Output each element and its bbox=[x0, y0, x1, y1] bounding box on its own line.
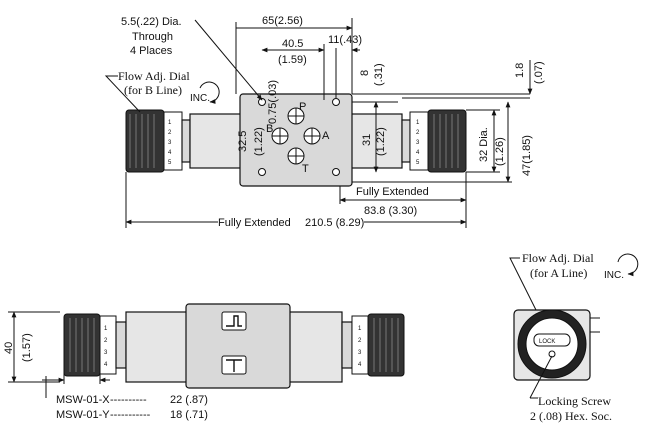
svg-text:5: 5 bbox=[416, 160, 420, 166]
dim-65: 65(2.56) bbox=[262, 15, 303, 27]
svg-text:----------: ---------- bbox=[110, 394, 147, 406]
svg-text:1: 1 bbox=[358, 326, 362, 332]
port-a: A bbox=[303, 127, 330, 145]
hole-places-label: 4 Places bbox=[130, 45, 173, 57]
svg-text:2: 2 bbox=[168, 130, 172, 136]
svg-text:3: 3 bbox=[104, 350, 108, 356]
dim-31: 31 bbox=[361, 134, 373, 146]
port-b: B bbox=[266, 123, 289, 145]
top-view: 1 2 3 4 5 P A B bbox=[104, 15, 545, 229]
locking-screw-label: Locking Screw bbox=[538, 394, 611, 408]
svg-text:3: 3 bbox=[358, 350, 362, 356]
hole-through-label: Through bbox=[132, 31, 173, 43]
port-t: T bbox=[287, 147, 309, 175]
svg-text:2: 2 bbox=[358, 338, 362, 344]
flow-dial-b-line-label: (for B Line) bbox=[124, 83, 182, 97]
svg-text:T: T bbox=[302, 163, 309, 175]
svg-text:4: 4 bbox=[104, 362, 108, 368]
lock-label: LOCK bbox=[539, 339, 555, 345]
dim-1-26: (1.26) bbox=[494, 137, 506, 166]
svg-text:4: 4 bbox=[168, 150, 172, 156]
dim-8: 8 bbox=[359, 70, 371, 76]
flow-dial-b-label: Flow Adj. Dial bbox=[118, 69, 190, 83]
dim-1-22-right: (1.22) bbox=[375, 127, 387, 156]
svg-text:-----------: ----------- bbox=[110, 409, 151, 421]
dim-1-57: (1.57) bbox=[21, 333, 33, 362]
svg-text:3: 3 bbox=[168, 140, 172, 146]
dim-47: 47(1.85) bbox=[521, 135, 533, 176]
valve-center-block bbox=[239, 93, 353, 187]
svg-text:4: 4 bbox=[358, 362, 362, 368]
right-knob-a: 1 2 3 4 5 bbox=[401, 109, 467, 173]
dim-0-07: (.07) bbox=[533, 61, 545, 84]
svg-text:4: 4 bbox=[416, 150, 420, 156]
model-x-dim: 22 (.87) bbox=[170, 394, 208, 406]
dim-1-59: (1.59) bbox=[278, 54, 307, 66]
side-view: 40 (1.57) 1 2 3 4 1 2 3 4 bbox=[3, 303, 405, 421]
dim-210-5: 210.5 (8.29) bbox=[305, 217, 364, 229]
dim-0-31-top: (.31) bbox=[373, 63, 385, 86]
svg-text:1: 1 bbox=[416, 120, 420, 126]
svg-text:2: 2 bbox=[104, 338, 108, 344]
svg-text:2: 2 bbox=[416, 130, 420, 136]
hex-soc-label: 2 (.08) Hex. Soc. bbox=[530, 409, 612, 423]
dim-83-8: 83.8 (3.30) bbox=[364, 205, 417, 217]
dim-40: 40 bbox=[3, 342, 15, 354]
dim-1-8: 1.8 bbox=[514, 63, 526, 78]
svg-text:B: B bbox=[266, 123, 273, 135]
flow-dial-a-label: Flow Adj. Dial bbox=[522, 251, 594, 265]
port-p: P bbox=[287, 101, 306, 125]
svg-text:5: 5 bbox=[168, 160, 172, 166]
dim-32-dia: 32 Dia. bbox=[478, 127, 490, 162]
model-y-dim: 18 (.71) bbox=[170, 409, 208, 421]
svg-text:A: A bbox=[322, 130, 330, 142]
inc-label-a: INC. bbox=[604, 270, 624, 281]
dim-11: 11(.43) bbox=[328, 34, 362, 46]
flow-dial-a-line-label: (for A Line) bbox=[530, 266, 587, 280]
hole-dia-label: 5.5(.22) Dia. bbox=[121, 16, 182, 28]
model-x-label: MSW-01-X bbox=[56, 394, 110, 406]
svg-text:1: 1 bbox=[168, 120, 172, 126]
dim-32-5: 32.5 bbox=[237, 131, 249, 152]
dim-0-75: 0.75(.03) bbox=[267, 80, 279, 124]
dim-1-22-left: (1.22) bbox=[253, 127, 265, 156]
fully-extended-1: Fully Extended bbox=[356, 186, 429, 198]
svg-text:P: P bbox=[299, 101, 306, 113]
svg-text:3: 3 bbox=[416, 140, 420, 146]
inc-label-b: INC. bbox=[190, 93, 210, 104]
lock-plate bbox=[533, 333, 571, 347]
svg-text:1: 1 bbox=[104, 326, 108, 332]
fully-extended-2: Fully Extended bbox=[218, 217, 291, 229]
left-knob-b: 1 2 3 4 5 bbox=[125, 109, 191, 173]
model-y-label: MSW-01-Y bbox=[56, 409, 110, 421]
dim-40-5: 40.5 bbox=[282, 38, 303, 50]
end-view: Flow Adj. Dial (for A Line) INC. LOCK Lo… bbox=[509, 251, 639, 423]
